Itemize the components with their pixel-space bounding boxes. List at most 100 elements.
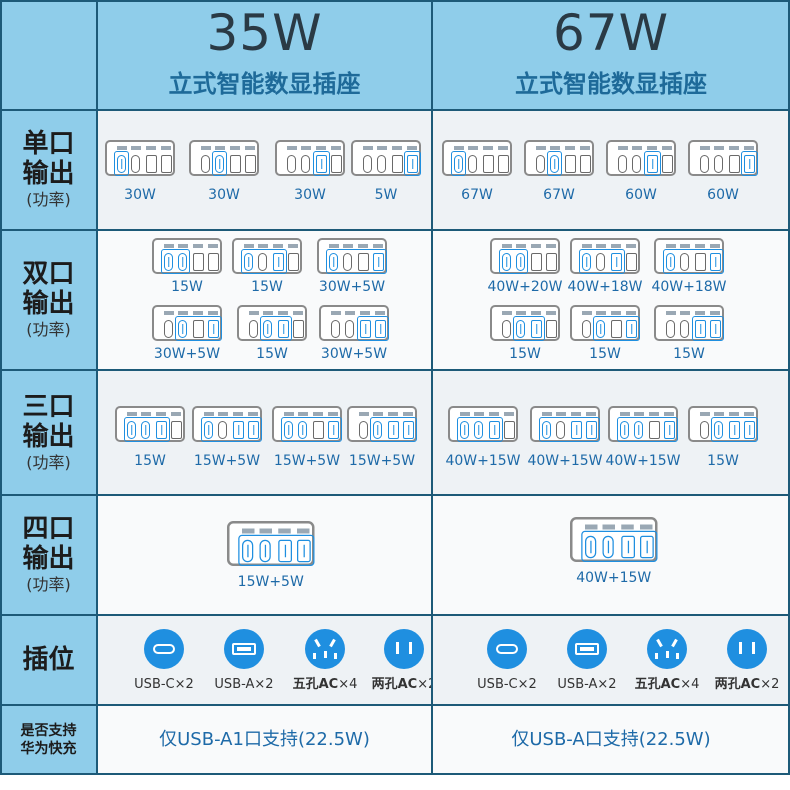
port-label-mark [244,244,254,248]
port-label-mark [201,146,211,150]
port-label-mark [363,146,373,150]
usb-c-port-icon [680,253,689,271]
usb-a-port-icon [744,155,755,173]
usb-a-port-icon [331,155,342,173]
power-strip-diagram [347,406,417,442]
usb-a-port-icon [611,253,622,271]
port-label-mark [516,311,526,315]
divider-line [0,109,790,111]
usb-a-port-icon [171,421,182,439]
usb-c-port-icon [359,421,368,439]
active-ports-highlight [201,417,262,442]
active-ports-highlight [644,151,661,176]
active-ports-highlight [241,249,287,274]
usb-c-port-icon [666,253,675,271]
row-title: 输出 [22,544,75,574]
row-title: 输出 [22,421,75,452]
usb-a-port-icon [360,320,371,338]
active-ports-highlight [238,534,315,566]
power-output-caption: 40W+15W [445,453,521,469]
five-hole-outlet-icon [647,629,687,669]
usb-a-port-icon [230,155,241,173]
usb-a-port-icon [146,155,157,173]
power-output-caption: 5W [374,187,398,203]
row-label-fast-charge: 是否支持 华为快充 [0,705,97,775]
row-label-dual: 双口 输出 (功率) [0,230,97,370]
power-strip-diagram [530,406,600,442]
usb-c-port-icon [244,253,253,271]
usb-a-port-icon [288,253,299,271]
usb-c-port-icon [377,155,386,173]
power-output-caption: 15W [509,346,541,362]
power-strip-diagram [570,517,658,562]
port-label-mark [498,146,508,150]
power-output-caption: 60W [707,187,739,203]
usb-a-port-icon [489,421,500,439]
port-label-mark [504,412,514,416]
power-strip-diagram [524,140,594,176]
column-subtitle: 立式智能数显插座 [168,70,361,98]
column-title: 35W [206,4,323,62]
port-label-mark [640,524,653,530]
usb-a-port-icon [273,253,284,271]
cell-67w-quad: 40W+15W [432,495,790,615]
usb-c-port-icon [474,421,483,439]
port-label-mark [680,244,690,248]
row-title: 输出 [22,159,75,189]
five-hole-outlet-icon [305,629,345,669]
usb-c-port-icon [178,320,187,338]
usb-c-port-icon [634,421,643,439]
power-output-caption: 30W+5W [320,346,388,362]
port-label-mark [700,146,710,150]
port-label-mark [375,311,385,315]
usb-c-port-icon [468,155,477,173]
port-label-mark [164,244,174,248]
usb-c-port-icon [363,155,372,173]
usb-c-port-icon [287,155,296,173]
usb-a-port-icon [571,421,582,439]
usb-c-port-icon [714,421,723,439]
power-output-caption: 30W+5W [153,346,221,362]
port-label-mark [358,244,368,248]
usb-a-port-icon [664,421,675,439]
port-label-mark [146,146,156,150]
active-ports-highlight [663,249,724,274]
usb-c-port-icon [700,421,709,439]
usb-a-port-icon [224,629,264,669]
power-output-caption: 15W [171,279,203,295]
active-ports-highlight [617,417,678,442]
port-label-mark [131,146,141,150]
port-label-mark [502,311,512,315]
port-label-mark [695,311,705,315]
row-title: 单口 [22,129,75,159]
usb-c-port-icon [502,320,511,338]
row-title: 是否支持 [20,723,77,739]
usb-a-port-icon [328,421,339,439]
divider-line [0,614,790,616]
port-label-mark [710,311,720,315]
usb-c-port-icon [331,320,340,338]
port-label-mark [700,412,710,416]
port-label-mark [516,244,526,248]
usb-a-port-icon [483,155,494,173]
power-strip-diagram [115,406,185,442]
port-label-mark [297,528,310,534]
usb-a-port-icon [710,253,721,271]
power-strip-diagram [152,238,222,274]
port-label-mark [127,412,137,416]
port-label-mark [571,412,581,416]
port-label-mark [278,528,291,534]
port-label-mark [662,146,672,150]
socket-count-label: 五孔AC×4 [292,677,358,692]
cell-67w-fast-charge: 仅USB-A口支持(22.5W) [432,705,790,775]
power-strip-diagram [490,238,560,274]
port-label-mark [565,146,575,150]
active-ports-highlight [741,151,758,176]
usb-c-port-icon [680,320,689,338]
port-label-mark [664,412,674,416]
power-output-caption: 40W+20W [487,279,563,295]
port-label-mark [407,146,417,150]
active-ports-highlight [451,151,466,176]
port-label-mark [328,412,338,416]
